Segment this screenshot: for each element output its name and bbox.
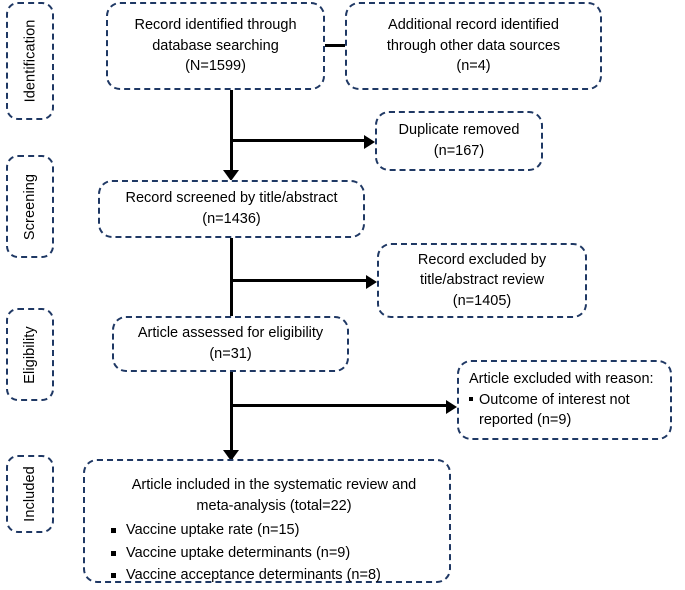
box-duplicates-removed: Duplicate removed (n=167) [375,111,543,171]
box-records-excluded-line-3: (n=1405) [452,292,512,309]
stage-label-eligibility-text: Eligibility [22,325,39,384]
box-records-excluded-line-1: Record excluded by [417,251,547,268]
arrowhead-records-to-screened [223,170,239,181]
box-articles-excluded-bullet: Outcome of interest not [469,390,630,411]
stage-label-identification-text: Identification [22,19,39,103]
stage-label-screening: Screening [6,155,54,258]
box-articles-included-heading-line-2: meta-analysis (total=22) [196,497,352,514]
box-articles-excluded-bullet-continuation: reported (n=9) [479,412,572,429]
box-duplicates-removed-line-2: (n=167) [433,143,485,159]
connector-assessed-to-included [230,371,233,461]
stage-label-identification: Identification [6,2,54,120]
box-duplicates-removed-line-1: Duplicate removed [398,122,520,139]
stage-label-eligibility: Eligibility [6,308,54,401]
box-records-screened-line-2: (n=1436) [202,211,261,227]
box-records-identified-other-sources-line-2: through other data sources [386,37,561,54]
box-records-identified-database-line-2: database searching [152,37,279,54]
box-records-identified-database-line-1: Record identified through [134,17,297,34]
box-articles-included-list: Vaccine uptake rate (n=15) Vaccine uptak… [109,518,381,586]
box-articles-assessed-line-2: (n=31) [209,346,252,362]
box-records-excluded-line-2: title/abstract review [419,272,545,289]
list-item: Vaccine uptake rate (n=15) [109,520,381,541]
box-records-identified-other-sources-line-3: (n=4) [456,58,491,75]
stage-label-screening-text: Screening [22,173,39,240]
box-articles-included-heading-line-1: Article included in the systematic revie… [131,477,417,493]
box-records-screened: Record screened by title/abstract (n=143… [98,180,365,238]
connector-records-to-duplicates [230,139,370,142]
box-records-identified-other-sources: Additional record identified through oth… [345,2,602,90]
box-articles-excluded-with-reason: Article excluded with reason: Outcome of… [457,360,672,440]
list-item: Vaccine acceptance determinants (n=8) [109,565,381,586]
box-articles-assessed-line-1: Article assessed for eligibility [137,325,324,342]
connector-screened-to-assessed [230,237,233,327]
box-records-identified-other-sources-line-1: Additional record identified [388,17,559,34]
connector-assessed-to-excluded-reason [230,404,452,407]
arrowhead-assessed-to-included [223,450,239,461]
box-articles-assessed: Article assessed for eligibility (n=31) [112,316,349,372]
connector-screened-to-excluded [230,279,372,282]
box-records-identified-database-line-3: (N=1599) [185,58,246,75]
box-records-excluded: Record excluded by title/abstract review… [377,243,587,318]
box-records-identified-database: Record identified through database searc… [106,2,325,90]
box-articles-included: Article included in the systematic revie… [83,459,451,583]
box-records-screened-line-1: Record screened by title/abstract [125,190,338,207]
list-item: Vaccine uptake determinants (n=9) [109,543,381,564]
connector-records-to-screened [230,88,233,178]
arrowhead-records-to-duplicates [364,135,375,149]
stage-label-included-text: Included [22,466,38,522]
box-articles-excluded-heading: Article excluded with reason: [469,371,654,388]
connector-identification-tie [325,44,347,47]
stage-label-included: Included [6,455,54,533]
arrowhead-assessed-to-excluded-reason [446,400,457,414]
arrowhead-screened-to-excluded [366,275,377,289]
